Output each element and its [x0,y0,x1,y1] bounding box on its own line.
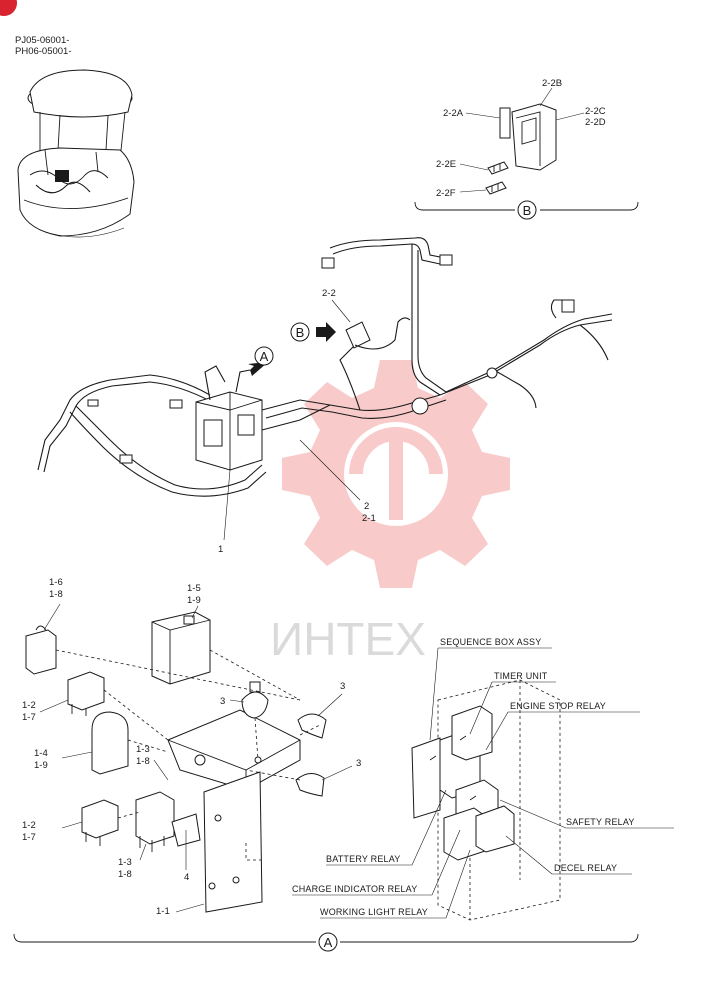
label-2-2A: 2-2A [443,108,464,119]
label-1-3-upper: 1-3 [136,744,150,755]
label-1-1: 1-1 [156,906,170,917]
callout-working-light-relay: WORKING LIGHT RELAY [320,907,428,917]
label-1-5: 1-5 [187,583,201,594]
callout-decel-relay: DECEL RELAY [554,863,617,873]
label-1-8-lower: 1-8 [118,869,132,880]
arrow-b-icon [316,322,336,342]
sequence-box-assy: SEQUENCE BOX ASSY TIMER UNIT ENGINE STOP… [292,637,674,921]
main-marker-a: A [260,349,269,364]
callout-engine-stop-relay: ENGINE STOP RELAY [510,701,606,711]
label-1-7-lower: 1-7 [22,832,36,843]
watermark: ИНТЕХ [270,360,510,665]
callout-safety-relay: SAFETY RELAY [566,817,635,827]
label-2-2E: 2-2E [436,159,456,170]
callout-charge-indicator-relay: CHARGE INDICATOR RELAY [292,884,417,894]
label-1-6: 1-6 [49,577,63,588]
label-1-2-lower: 1-2 [22,820,36,831]
corner-badge [0,0,17,16]
label-1: 1 [218,544,223,555]
callout-sequence-box: SEQUENCE BOX ASSY [440,637,541,647]
serial-range-1: PJ05-06001- [15,35,69,46]
label-2-1: 2-1 [362,513,376,524]
label-2-2: 2-2 [322,288,336,299]
label-2-2B: 2-2B [542,78,562,89]
detail-a-marker: A [324,935,333,950]
main-harness-view: A B 2-2 2 2-1 1 [37,237,613,555]
detail-b-marker: B [523,203,532,218]
callout-timer-unit: TIMER UNIT [494,671,548,681]
label-3-lower: 3 [356,758,361,769]
serial-range-2: PH06-05001- [15,46,72,57]
label-2-2F: 2-2F [436,188,456,199]
main-marker-b: B [296,325,305,340]
label-2-2C: 2-2C [585,106,606,117]
label-1-7-upper: 1-7 [22,712,36,723]
label-1-4: 1-4 [34,748,48,759]
serial-ranges: PJ05-06001- PH06-05001- [15,35,72,57]
watermark-text: ИНТЕХ [270,613,426,665]
detail-a: 1-6 1-8 1-5 1-9 3 3 3 1-2 1-7 1-4 1-9 1-… [22,577,361,917]
label-1-3-lower: 1-3 [118,857,132,868]
callout-battery-relay: BATTERY RELAY [326,854,400,864]
label-1-8-top: 1-8 [49,589,63,600]
label-1-9-lower: 1-9 [34,760,48,771]
label-4: 4 [184,872,189,883]
label-1-8-mid: 1-8 [136,756,150,767]
label-1-9-top: 1-9 [187,595,201,606]
arrow-a-icon [244,362,268,376]
label-1-2-upper: 1-2 [22,700,36,711]
label-2-2D: 2-2D [585,117,606,128]
detail-b: 2-2A 2-2B 2-2C 2-2D 2-2E 2-2F B [414,78,639,220]
label-3-upper: 3 [340,681,345,692]
detail-a-bracket: A [13,932,639,952]
label-2: 2 [364,501,369,512]
machine-thumbnail [17,69,135,238]
label-3-left: 3 [220,696,225,707]
